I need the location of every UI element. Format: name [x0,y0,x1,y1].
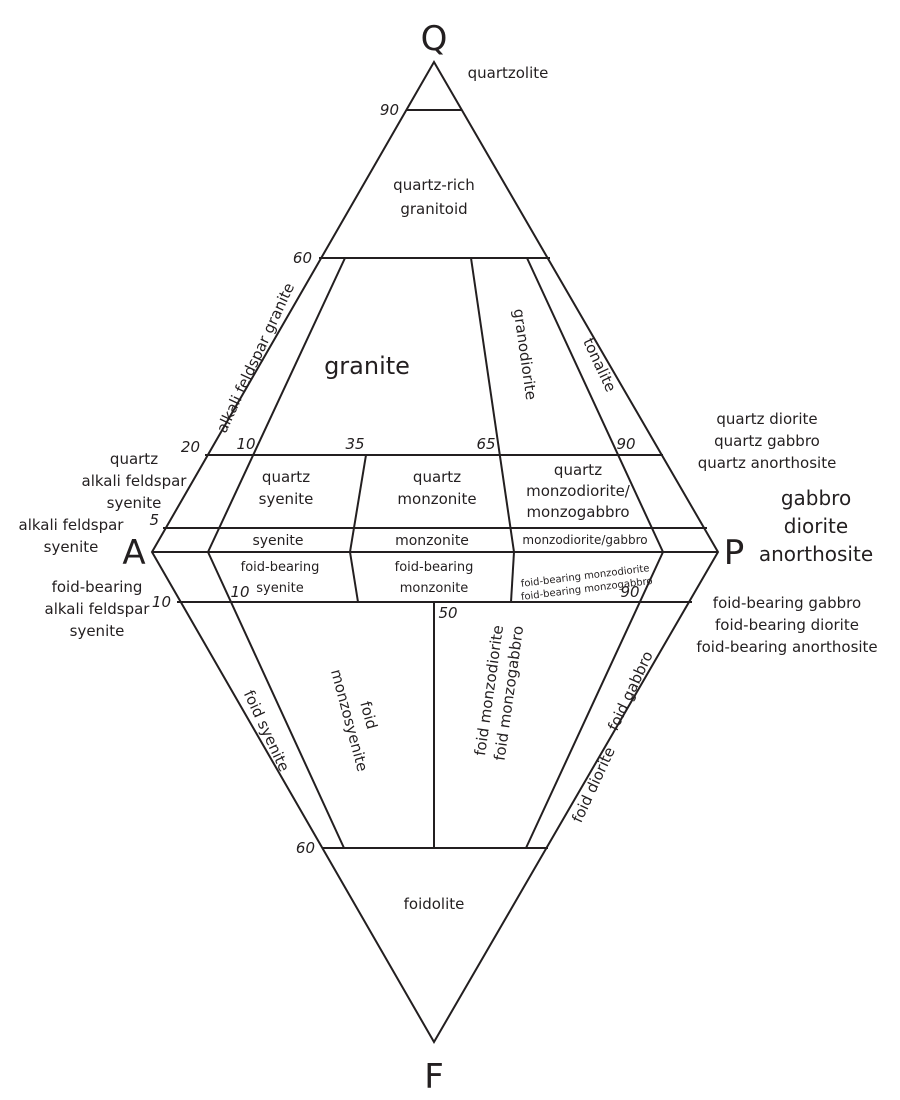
field-qafs-line: syenite [107,494,162,512]
field-fbafs-line: foid-bearing [52,578,143,596]
tick-q60: 60 [293,249,312,267]
field-alkali-feldspar-syenite: alkali feldspar syenite [19,516,125,556]
field-syenite: syenite [252,533,303,549]
field-quartz-monzodiorite: quartz monzodiorite/ monzogabbro [526,461,631,521]
field-monzodiorite-gabbro: monzodiorite/gabbro [522,533,647,547]
field-foid-monzosyenite: foid monzosyenite [327,667,381,773]
boundary-p35-lower [349,551,359,603]
field-quartz-rich-granitoid-line: quartz-rich [393,176,475,194]
field-quartz-syenite-line: quartz [262,468,310,486]
tick-fp50: 50 [438,604,457,622]
field-foid-monzodiorite: foid monzodiorite foid monzogabbro [471,624,527,762]
field-gabbro-line: diorite [784,514,848,538]
field-granodiorite: granodiorite [510,308,541,401]
field-afs-line: syenite [44,538,99,556]
field-quartz-monzonite: quartz monzonite [397,468,476,508]
field-fb-monzonite-line: foid-bearing [395,560,474,575]
field-fb-syenite-line: syenite [256,581,303,596]
field-quartz-monzonite-line: monzonite [397,490,476,508]
boundary-p90-upper [526,257,664,553]
tick-p90: 90 [616,435,635,453]
field-quartz-diorite-line: quartz diorite [716,410,817,428]
field-quartz-syenite: quartz syenite [259,468,314,508]
field-quartz-alkali-feldspar-syenite: quartz alkali feldspar syenite [82,450,188,512]
tick-p65: 65 [476,435,495,453]
qapf-outline [150,60,720,1044]
field-granite: granite [324,352,410,380]
field-quartz-monzodiorite-line: monzodiorite/ [526,482,631,500]
tick-p10: 10 [236,435,255,453]
vertex-f-label: F [424,1057,444,1097]
vertex-q-label: Q [421,19,448,59]
field-afs-line: alkali feldspar [19,516,125,534]
tick-f60: 60 [296,839,315,857]
tick-fp10: 10 [230,583,249,601]
field-alkali-feldspar-granite: alkali feldspar granite [213,280,298,436]
vertex-p-label: P [724,533,745,573]
tick-f10: 10 [152,593,171,611]
field-quartz-diorite-line: quartz anorthosite [698,454,837,472]
boundary-p10-lower [207,551,345,849]
field-quartz-monzodiorite-line: monzogabbro [526,503,629,521]
boundary-p10-upper [207,257,346,553]
field-fb-monzonite-line: monzonite [400,581,469,596]
field-quartz-rich-granitoid: quartz-rich granitoid [393,176,475,218]
field-fbafs-line: alkali feldspar [45,600,151,618]
field-gabbro-line: gabbro [781,486,851,510]
field-fbafs-line: syenite [70,622,125,640]
tick-q5: 5 [149,511,159,529]
field-fb-gabbro-line: foid-bearing diorite [715,616,859,634]
field-foid-syenite: foid syenite [240,687,293,774]
boundary-p65-lower [510,551,515,603]
field-foid-bearing-monzonite: foid-bearing monzonite [395,560,474,596]
field-monzonite: monzonite [395,533,469,549]
field-quartz-rich-granitoid-line: granitoid [400,200,467,218]
field-quartz-diorite-group: quartz diorite quartz gabbro quartz anor… [698,410,837,472]
field-gabbro-group: gabbro diorite anorthosite [759,486,873,566]
field-quartz-monzonite-line: quartz [413,468,461,486]
field-quartzolite: quartzolite [468,64,549,82]
field-gabbro-line: anorthosite [759,542,873,566]
field-qafs-line: alkali feldspar [82,472,188,490]
field-qafs-line: quartz [110,450,158,468]
tick-fp90: 90 [620,583,639,601]
field-foid-bearing-alkali-feldspar-syenite: foid-bearing alkali feldspar syenite [45,578,151,640]
boundary-p65-upper [470,257,515,553]
field-quartz-diorite-line: quartz gabbro [714,432,820,450]
field-foid-diorite: foid diorite [568,744,619,825]
field-quartz-syenite-line: syenite [259,490,314,508]
field-foid-bearing-gabbro-group: foid-bearing gabbro foid-bearing diorite… [696,594,877,656]
boundary-p35-upper [349,454,367,553]
field-quartz-monzodiorite-line: quartz [554,461,602,479]
tick-p35: 35 [345,435,364,453]
vertex-a-label: A [122,533,145,573]
tick-q20: 20 [181,438,200,456]
boundary-p90-lower [525,551,664,849]
field-fb-gabbro-line: foid-bearing gabbro [713,594,861,612]
field-fb-syenite-line: foid-bearing [241,560,320,575]
field-fb-gabbro-line: foid-bearing anorthosite [696,638,877,656]
field-foidolite: foidolite [404,895,465,913]
field-foid-bearing-syenite: foid-bearing syenite [241,560,320,596]
tick-q90: 90 [380,101,399,119]
